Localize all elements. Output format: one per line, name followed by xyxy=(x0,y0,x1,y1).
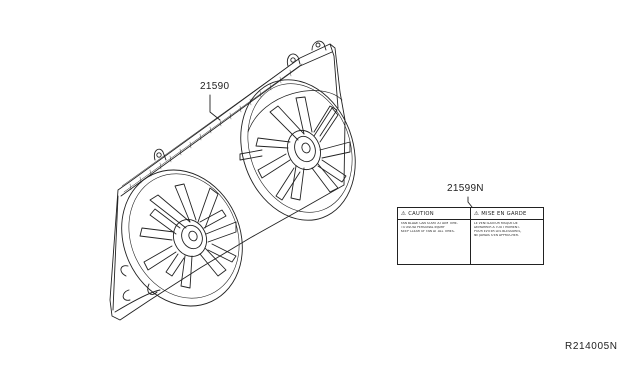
fan-shroud-frame xyxy=(109,40,346,321)
left-fan xyxy=(121,169,243,307)
warning-triangle-icon: ⚠ xyxy=(474,211,480,217)
leader-line-21590 xyxy=(209,94,221,121)
caution-line: KEEP CLEAR OF FAN AT ALL TIMES. xyxy=(401,229,455,233)
right-fan xyxy=(239,79,356,221)
caution-line: TO AVOID PERSONAL INJURY xyxy=(401,225,445,229)
caution-label-english: ⚠CAUTION FAN BLADE CAN START AT ANY TIME… xyxy=(398,208,470,264)
mise-en-garde-heading: MISE EN GARDE xyxy=(481,211,527,217)
leader-line-21599N xyxy=(467,196,473,208)
caution-heading: CAUTION xyxy=(408,211,434,217)
diagram-code: R214005N xyxy=(565,341,618,352)
mise-en-garde-line: NE JAMAIS S'EN APPROCHER. xyxy=(474,233,519,237)
warning-triangle-icon: ⚠ xyxy=(401,211,407,217)
part-number-21590: 21590 xyxy=(200,81,230,92)
caution-label-sticker: ⚠CAUTION FAN BLADE CAN START AT ANY TIME… xyxy=(397,207,544,265)
mise-en-garde-line: DEMARRER A TOUT MOMENT. xyxy=(474,225,520,229)
caution-line: FAN BLADE CAN START AT ANY TIME. xyxy=(401,222,458,225)
part-number-21599N: 21599N xyxy=(447,183,484,194)
mise-en-garde-line: POUR EVITER LES BLESSURES, xyxy=(474,229,522,233)
mise-en-garde-line: LE VENTILATEUR RISQUE DE xyxy=(474,222,518,225)
caution-label-french: ⚠MISE EN GARDE LE VENTILATEUR RISQUE DE … xyxy=(470,208,543,264)
